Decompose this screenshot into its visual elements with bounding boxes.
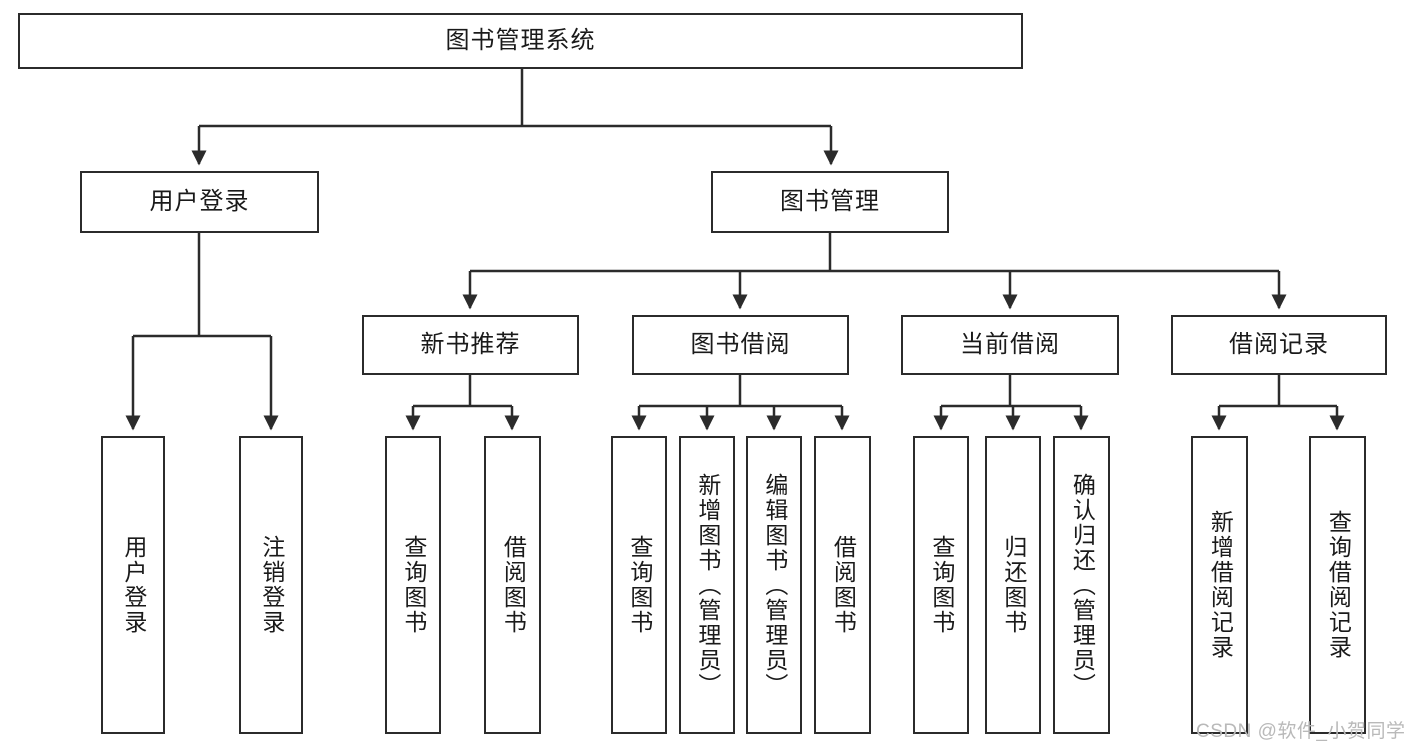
node-book-borrow-label: 图书借阅 (690, 330, 791, 358)
node-leaf-add-record-label: 新增借阅记录 (1207, 510, 1234, 660)
node-leaf-query-book-3[interactable]: 查询图书 (913, 436, 969, 734)
node-leaf-borrow-book-1-label: 借阅图书 (500, 535, 527, 635)
node-leaf-add-book[interactable]: 新增图书（管理员） (679, 436, 735, 734)
node-leaf-edit-book-label: 编辑图书（管理员） (761, 472, 788, 698)
node-leaf-query-book-1-label: 查询图书 (400, 535, 427, 635)
node-leaf-query-record[interactable]: 查询借阅记录 (1309, 436, 1366, 734)
node-leaf-query-book-1[interactable]: 查询图书 (385, 436, 441, 734)
node-root-label: 图书管理系统 (445, 26, 596, 54)
node-leaf-confirm-return-label: 确认归还（管理员） (1069, 472, 1096, 698)
node-leaf-return-book[interactable]: 归还图书 (985, 436, 1041, 734)
node-book-borrow[interactable]: 图书借阅 (632, 315, 849, 375)
node-leaf-add-book-label: 新增图书（管理员） (694, 472, 721, 698)
node-leaf-borrow-book-1[interactable]: 借阅图书 (484, 436, 541, 734)
node-book-manage-label: 图书管理 (780, 187, 880, 215)
node-borrow-record-label: 借阅记录 (1229, 330, 1329, 358)
node-leaf-query-record-label: 查询借阅记录 (1325, 510, 1352, 660)
node-leaf-logout-label: 注销登录 (258, 535, 285, 635)
node-leaf-borrow-book-2[interactable]: 借阅图书 (814, 436, 871, 734)
node-root[interactable]: 图书管理系统 (18, 13, 1023, 69)
node-book-manage[interactable]: 图书管理 (711, 171, 949, 233)
node-leaf-user-login-label: 用户登录 (120, 535, 147, 635)
node-leaf-confirm-return[interactable]: 确认归还（管理员） (1053, 436, 1110, 734)
node-current-borrow-label: 当前借阅 (960, 330, 1060, 358)
node-leaf-return-book-label: 归还图书 (1000, 535, 1027, 635)
node-leaf-user-login[interactable]: 用户登录 (101, 436, 165, 734)
node-leaf-query-book-2[interactable]: 查询图书 (611, 436, 667, 734)
node-leaf-logout[interactable]: 注销登录 (239, 436, 303, 734)
node-leaf-add-record[interactable]: 新增借阅记录 (1191, 436, 1248, 734)
node-new-book-rec-label: 新书推荐 (420, 330, 521, 358)
node-leaf-query-book-2-label: 查询图书 (626, 535, 653, 635)
node-new-book-rec[interactable]: 新书推荐 (362, 315, 579, 375)
node-leaf-borrow-book-2-label: 借阅图书 (830, 535, 857, 635)
node-user-login-label: 用户登录 (149, 187, 250, 215)
node-leaf-edit-book[interactable]: 编辑图书（管理员） (746, 436, 802, 734)
node-borrow-record[interactable]: 借阅记录 (1171, 315, 1387, 375)
csdn-watermark: CSDN @软件_小贺同学 (1196, 721, 1405, 742)
node-user-login[interactable]: 用户登录 (80, 171, 319, 233)
node-leaf-query-book-3-label: 查询图书 (928, 535, 955, 635)
node-current-borrow[interactable]: 当前借阅 (901, 315, 1119, 375)
